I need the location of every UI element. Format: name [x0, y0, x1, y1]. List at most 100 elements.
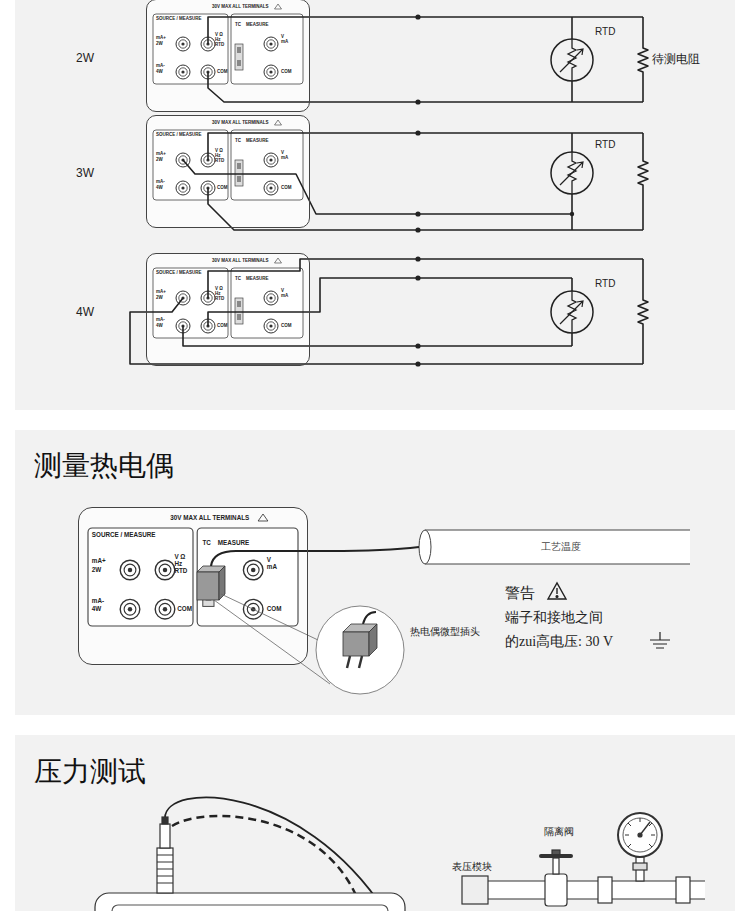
- part-label: 表压模块: [452, 861, 492, 873]
- terminal-label: V Ω Hz RTD: [174, 554, 187, 575]
- rtd-outline: [551, 152, 593, 194]
- terminal-label: SOURCE / MEASURE: [156, 17, 202, 22]
- terminal-label: mA-: [92, 598, 104, 604]
- thermocouple-plug: [359, 656, 362, 668]
- section-heading: 压力测试: [34, 755, 146, 789]
- pressure-setup: [623, 818, 657, 852]
- terminal-label: 30V MAX ALL TERMINALS: [212, 259, 269, 264]
- variable-arrow: [560, 162, 583, 185]
- terminal-label: V Ω Hz RTD: [215, 287, 224, 302]
- test-wire: [638, 17, 648, 102]
- resistor-symbol: 待测电阻: [652, 51, 700, 68]
- test-wire: [638, 133, 648, 230]
- inset-callout: [221, 594, 318, 640]
- inset-callout: [214, 594, 404, 694]
- calibrator-face: 30V MAX ALL TERMINALSSOURCE / MEASUREmA+…: [146, 253, 310, 366]
- pressure-setup: [112, 905, 388, 911]
- rtd-outline: [551, 39, 593, 81]
- terminal-label: mA+: [92, 558, 106, 564]
- terminal-label: 30V MAX ALL TERMINALS: [212, 5, 269, 10]
- warning-text: 端子和接地之间: [505, 610, 603, 627]
- diagram-label: 3W: [76, 166, 94, 180]
- terminal-label: mA+: [156, 36, 166, 41]
- junction-dot: [415, 99, 420, 104]
- thermocouple-plug: [369, 624, 377, 656]
- junction-dot: [415, 256, 420, 261]
- terminal-label: TC: [235, 277, 241, 282]
- calibrator-face: 30V MAX ALL TERMINALSSOURCE / MEASUREmA+…: [146, 115, 310, 228]
- terminal-label: mA-: [156, 64, 165, 69]
- terminal-label: SOURCE / MEASURE: [156, 271, 202, 276]
- process-pipe: [419, 530, 690, 564]
- inset-callout: [214, 600, 330, 684]
- terminal-label: 4W: [156, 186, 163, 191]
- pressure-setup: [160, 824, 170, 848]
- pressure-setup: [95, 893, 405, 911]
- terminal-label: MEASURE: [246, 277, 269, 282]
- pressure-setup: [157, 855, 173, 883]
- pressure-setup: [625, 818, 655, 847]
- pressure-setup: [162, 817, 168, 824]
- warning-symbol: [556, 596, 558, 598]
- terminal-label: V mA: [281, 151, 288, 161]
- pressure-setup: [545, 874, 567, 906]
- terminal-label: 4W: [92, 606, 101, 612]
- terminal-label: COM: [217, 186, 228, 191]
- panel-background: [15, 0, 735, 911]
- pressure-setup: [462, 876, 488, 904]
- junction-dot: [570, 212, 574, 216]
- pressure-setup: [618, 813, 662, 857]
- terminal-label: V mA: [281, 35, 288, 45]
- terminal-label: 2W: [92, 567, 101, 573]
- pressure-setup: [470, 881, 705, 899]
- warning-symbol: [548, 583, 566, 599]
- terminal-label: 30V MAX ALL TERMINALS: [212, 121, 269, 126]
- pipe-label: 工艺温度: [541, 540, 581, 554]
- diagram-label: 4W: [76, 305, 94, 319]
- test-wire: [130, 17, 648, 364]
- calibrator-faceplate: [146, 115, 310, 228]
- junction-dot: [415, 361, 420, 366]
- terminal-label: MEASURE: [246, 23, 269, 28]
- rtd-outline: [550, 290, 594, 334]
- junction-dot: [415, 211, 420, 216]
- panel-background: [15, 0, 735, 410]
- rtd-outline: [551, 291, 593, 333]
- terminal-label: TC: [202, 540, 210, 546]
- thermocouple-plug: [197, 547, 419, 600]
- junction-dot: [415, 130, 420, 135]
- calibrator-faceplate: [78, 0, 310, 665]
- terminal-label: V Ω Hz RTD: [215, 149, 224, 164]
- part-label: 隔离阀: [544, 826, 574, 838]
- section-heading: 测量热电偶: [34, 449, 174, 483]
- thermocouple-plug: [343, 632, 369, 656]
- terminal-label: SOURCE / MEASURE: [156, 133, 202, 138]
- process-pipe: [419, 530, 431, 564]
- test-wire: [183, 160, 572, 214]
- terminal-label: TC: [235, 23, 241, 28]
- variable-arrow: [560, 49, 583, 72]
- terminal-label: mA-: [156, 318, 165, 323]
- diagram-label: 2W: [76, 51, 94, 65]
- terminal-label: V mA: [281, 289, 288, 299]
- rtd-outline: [550, 38, 594, 82]
- process-pipe: [425, 530, 690, 564]
- pressure-setup: [598, 877, 612, 903]
- terminal-label: COM: [217, 70, 228, 75]
- calibrator-face: 30V MAX ALL TERMINALSSOURCE / MEASUREmA+…: [78, 507, 308, 665]
- terminal-label: COM: [217, 324, 228, 329]
- terminal-label: 2W: [156, 158, 163, 163]
- resistor-label: 待测电阻: [652, 51, 700, 68]
- pressure-setup: [638, 833, 642, 837]
- panel-background: [15, 735, 735, 911]
- terminal-label: mA-: [156, 180, 165, 185]
- test-wire: [638, 259, 648, 364]
- calibrator-faceplate: [146, 253, 310, 366]
- rtd-label: RTD: [595, 139, 615, 150]
- callout-label: 热电偶微型插头: [410, 626, 480, 638]
- terminal-label: TC: [235, 139, 241, 144]
- rtd-symbol: RTD: [550, 290, 594, 334]
- terminal-label: COM: [281, 324, 292, 329]
- panel-background: [15, 430, 735, 715]
